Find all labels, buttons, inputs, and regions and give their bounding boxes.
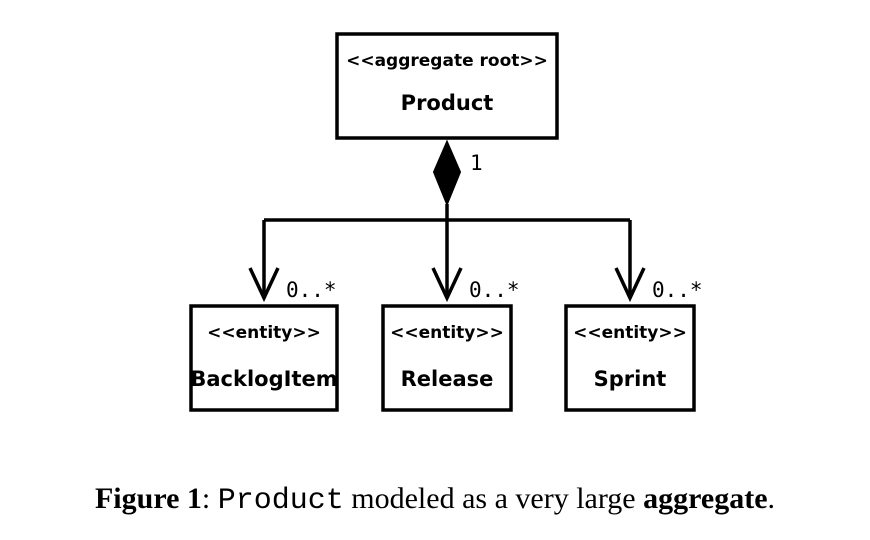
- caption-middle: modeled as a very large: [343, 482, 644, 515]
- arrow-release-icon: [431, 267, 463, 303]
- uml-diagram: <<aggregate root>> Product 1 0..* 0..* 0…: [189, 32, 703, 412]
- arrow-backlogitem-icon: [248, 267, 280, 303]
- backlogitem-class-box: <<entity>> BacklogItem: [189, 304, 339, 412]
- product-stereotype: <<aggregate root>>: [346, 51, 548, 71]
- caption-separator: :: [201, 482, 218, 515]
- arrow-sprint-icon: [614, 267, 646, 303]
- sprint-stereotype: <<entity>>: [573, 323, 687, 343]
- release-class-box: <<entity>> Release: [381, 304, 513, 412]
- caption-code: Product: [217, 484, 344, 518]
- backlogitem-multiplicity: 0..*: [286, 278, 337, 302]
- backlogitem-stereotype: <<entity>>: [207, 323, 321, 343]
- composition-connectors: [262, 204, 632, 296]
- figure-caption: Figure 1: Product modeled as a very larg…: [0, 482, 870, 518]
- release-stereotype: <<entity>>: [390, 323, 504, 343]
- caption-end: .: [767, 482, 776, 515]
- release-multiplicity: 0..*: [469, 278, 520, 302]
- product-class-box: <<aggregate root>> Product: [335, 32, 559, 140]
- sprint-multiplicity: 0..*: [652, 278, 703, 302]
- sprint-class-box: <<entity>> Sprint: [564, 304, 696, 412]
- product-name: Product: [401, 91, 494, 115]
- backlogitem-name: BacklogItem: [190, 367, 337, 391]
- release-name: Release: [401, 367, 494, 391]
- sprint-name: Sprint: [594, 367, 667, 391]
- caption-emphasis: aggregate: [643, 482, 768, 515]
- caption-figure-label: Figure 1: [94, 482, 202, 515]
- root-multiplicity: 1: [470, 151, 483, 175]
- composition-diamond-icon: [432, 139, 462, 207]
